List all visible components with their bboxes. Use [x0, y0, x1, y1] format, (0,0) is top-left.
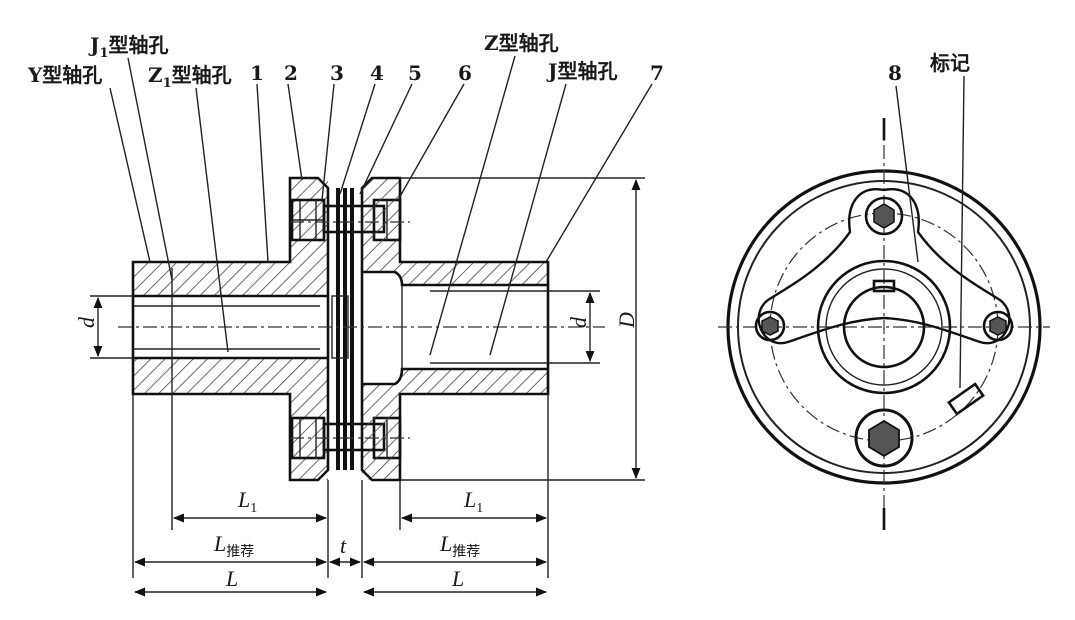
- label-z-bore: Z型轴孔: [484, 31, 559, 55]
- end-view: [718, 75, 1050, 530]
- dim-L-right: L: [451, 566, 464, 591]
- disc-pack: [331, 188, 354, 470]
- dim-Lrec-left: L推荐: [213, 531, 254, 560]
- dimension-text: d d D L1 L1 L推荐 L推荐 t L L: [74, 312, 639, 591]
- section-view: [118, 176, 605, 482]
- dim-Lrec-right: L推荐: [439, 531, 480, 560]
- dim-L1-left: L1: [237, 487, 257, 516]
- part-number-7: 7: [650, 61, 664, 85]
- label-j1-bore: J1型轴孔: [88, 33, 169, 61]
- bolt-head-right: [982, 310, 1014, 342]
- mark-tag: [947, 382, 985, 416]
- dim-L-left: L: [225, 566, 238, 591]
- extension-lines: [90, 177, 645, 578]
- part-number-3: 3: [330, 61, 344, 85]
- label-z1-bore: Z1型轴孔: [148, 63, 232, 91]
- bolt-head-top: [864, 196, 904, 236]
- bolt-head-left: [754, 310, 786, 342]
- label-mark: 标记: [930, 51, 970, 75]
- dim-d-right: d: [566, 316, 591, 328]
- part-number-4: 4: [370, 61, 384, 85]
- dim-d-left: d: [74, 316, 99, 328]
- dim-D: D: [614, 312, 639, 329]
- bore-labels: J1型轴孔 Y型轴孔 Z1型轴孔 Z型轴孔 J型轴孔 标记: [27, 31, 970, 91]
- label-y-bore: Y型轴孔: [27, 63, 102, 87]
- bolt-head-bottom: [854, 408, 914, 468]
- leader-lines: [109, 55, 653, 356]
- part-number-8: 8: [888, 61, 902, 85]
- right-hub: [360, 176, 550, 482]
- dim-t: t: [340, 533, 347, 558]
- part-number-2: 2: [284, 61, 298, 85]
- dimension-lines: [93, 178, 641, 597]
- left-hub: [131, 176, 330, 482]
- part-number-1: 1: [250, 61, 264, 85]
- part-number-5: 5: [408, 61, 422, 85]
- label-j-bore: J型轴孔: [546, 59, 617, 83]
- part-number-6: 6: [458, 61, 472, 85]
- part-numbers: 1 2 3 4 5 6 7 8: [250, 61, 902, 85]
- dim-L1-right: L1: [463, 487, 483, 516]
